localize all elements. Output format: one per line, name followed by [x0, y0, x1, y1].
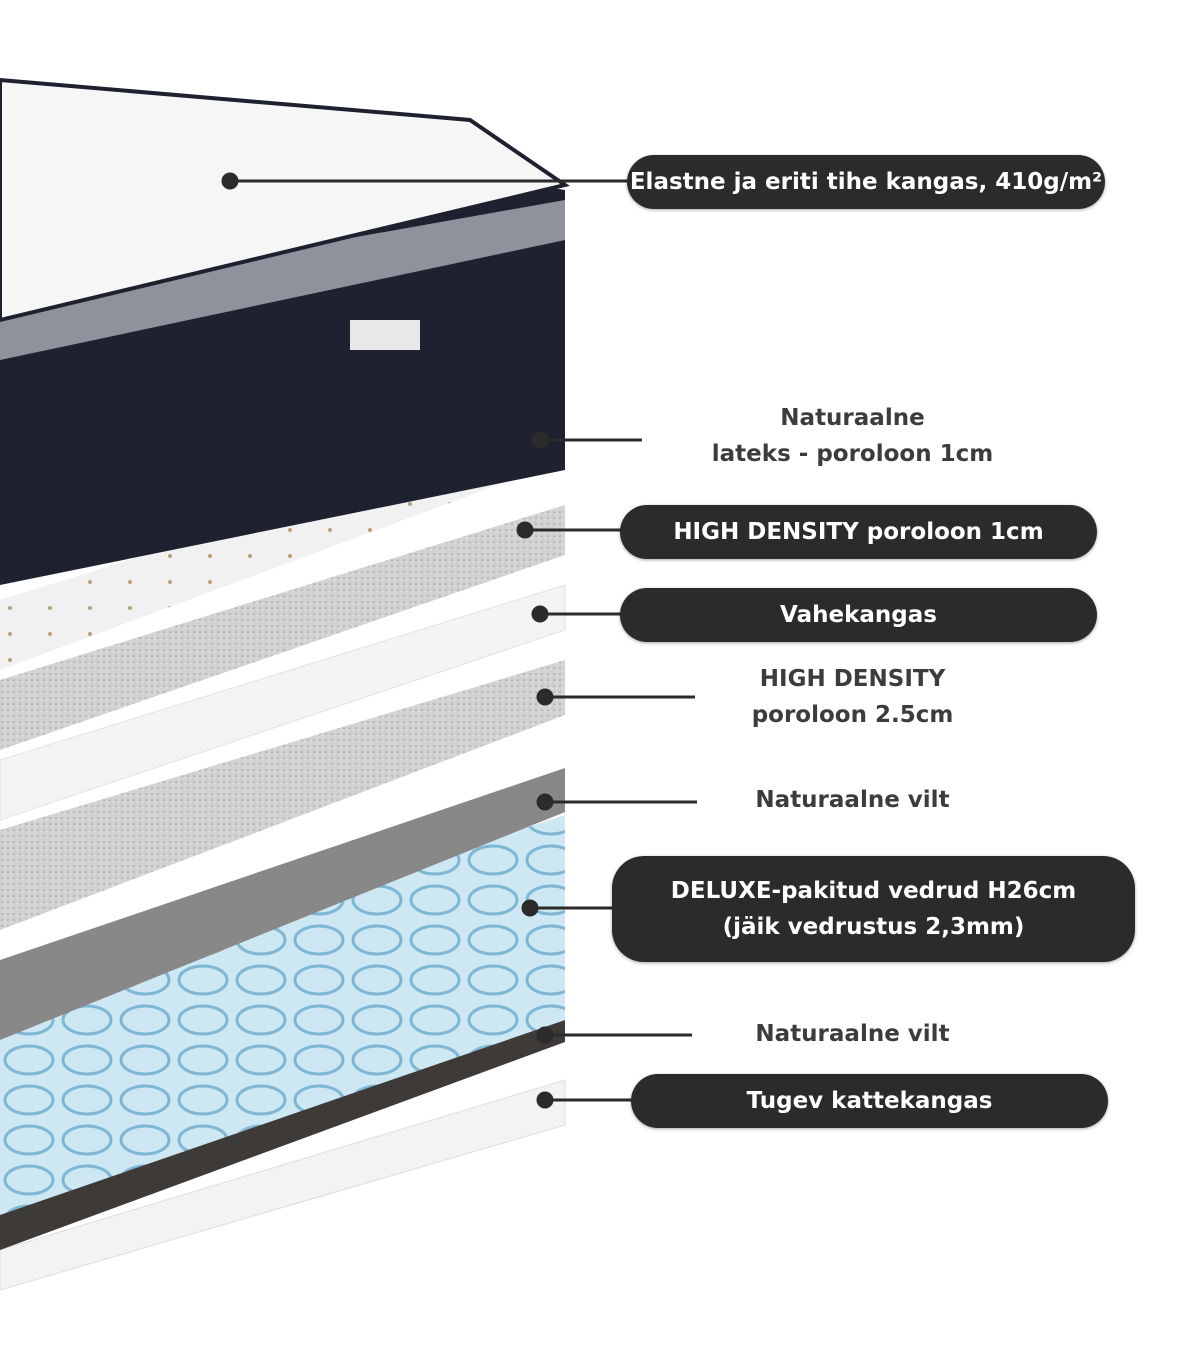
- layer-tugev-kattekangas: [0, 1079, 566, 1291]
- callout-label: Naturaalne vilt: [755, 787, 950, 813]
- callout-line1: Naturaalne: [780, 405, 925, 431]
- layer-naturaalne-vilt-bottom: [0, 1020, 565, 1250]
- callout-hd-poroloon-1cm: HIGH DENSITY poroloon 1cm: [620, 505, 1097, 559]
- layer-springs: [0, 815, 565, 1215]
- layer-vahekangas: [0, 584, 566, 821]
- callout-label: Naturaalne vilt: [755, 1021, 950, 1047]
- callout-label: Elastne ja eriti tihe kangas, 410g/m²: [629, 169, 1103, 195]
- mattress-top: [0, 77, 570, 585]
- callout-line1: HIGH DENSITY: [759, 666, 946, 692]
- callout-lines: [221, 172, 697, 1109]
- callout-line2: poroloon 2.5cm: [751, 702, 954, 728]
- layer-naturaalne-vilt-top: [0, 768, 565, 1040]
- callout-lateks: Naturaalne lateks - poroloon 1cm: [690, 400, 1015, 472]
- callout-naturaalne-vilt-2: Naturaalne vilt: [690, 1016, 1015, 1052]
- callout-label: Tugev kattekangas: [746, 1088, 993, 1114]
- layer-hd-poroloon-1cm: [0, 505, 565, 750]
- callout-naturaalne-vilt-1: Naturaalne vilt: [690, 782, 1015, 818]
- callout-line1: DELUXE-pakitud vedrud H26cm: [670, 878, 1077, 904]
- callout-label: Vahekangas: [780, 602, 937, 628]
- brand-label: [350, 320, 420, 350]
- callout-vahekangas: Vahekangas: [620, 588, 1097, 642]
- callout-tugev-kattekangas: Tugev kattekangas: [631, 1074, 1108, 1128]
- callout-deluxe-vedrud: DELUXE-pakitud vedrud H26cm (jäik vedrust…: [612, 856, 1135, 962]
- callout-hd-poroloon-2-5cm: HIGH DENSITY poroloon 2.5cm: [690, 661, 1015, 733]
- callout-elastne-kangas: Elastne ja eriti tihe kangas, 410g/m²: [627, 155, 1105, 209]
- callout-label: HIGH DENSITY poroloon 1cm: [673, 519, 1044, 545]
- callout-line2: (jäik vedrustus 2,3mm): [722, 914, 1025, 940]
- layer-hd-poroloon-2-5cm: [0, 660, 565, 930]
- callout-line2: lateks - poroloon 1cm: [711, 441, 994, 467]
